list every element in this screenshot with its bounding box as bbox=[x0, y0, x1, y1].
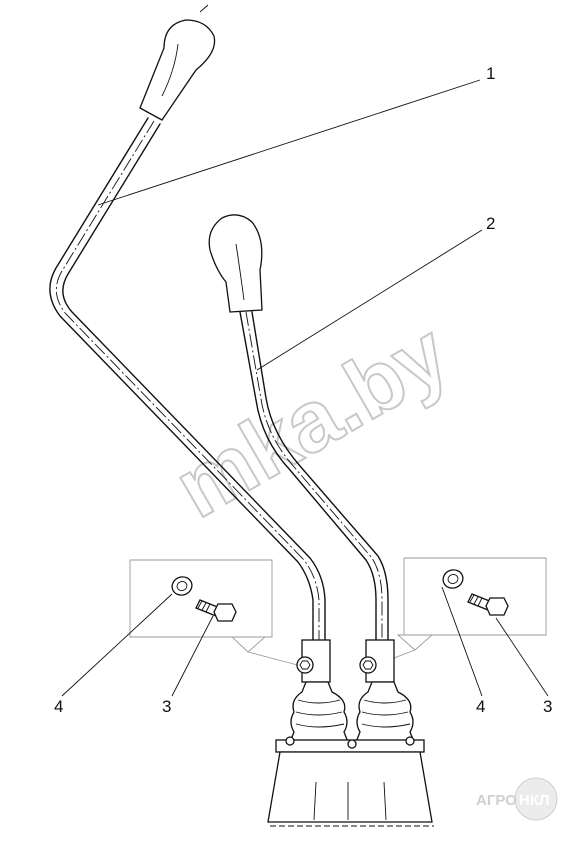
bolt-right bbox=[467, 593, 509, 616]
lever-1 bbox=[49, 4, 326, 641]
boot-right bbox=[355, 681, 415, 743]
lever-2 bbox=[208, 214, 389, 641]
callout-2: 2 bbox=[486, 214, 495, 233]
svg-text:АГРО: АГРО bbox=[476, 792, 517, 809]
detail-frame-left bbox=[129, 559, 306, 668]
leader-lines bbox=[61, 79, 549, 697]
bolt-left bbox=[195, 599, 237, 622]
callout-4-left: 4 bbox=[54, 697, 63, 716]
lever-1-knob bbox=[139, 19, 216, 121]
base-housing bbox=[267, 736, 434, 827]
agronkl-logo: АГРО НКЛ bbox=[476, 777, 558, 821]
lever-1-pivot bbox=[296, 639, 331, 683]
washer-right bbox=[442, 569, 464, 589]
washer-left bbox=[171, 576, 193, 596]
callout-4-right: 4 bbox=[476, 697, 485, 716]
boot-left bbox=[289, 681, 349, 743]
callout-1: 1 bbox=[486, 64, 495, 83]
lever-2-knob bbox=[208, 214, 263, 313]
callout-3-left: 3 bbox=[162, 697, 171, 716]
lever-2-pivot bbox=[359, 639, 395, 683]
callout-3-right: 3 bbox=[543, 697, 552, 716]
watermark-text: mka.by bbox=[160, 305, 465, 536]
svg-text:НКЛ: НКЛ bbox=[519, 792, 550, 809]
